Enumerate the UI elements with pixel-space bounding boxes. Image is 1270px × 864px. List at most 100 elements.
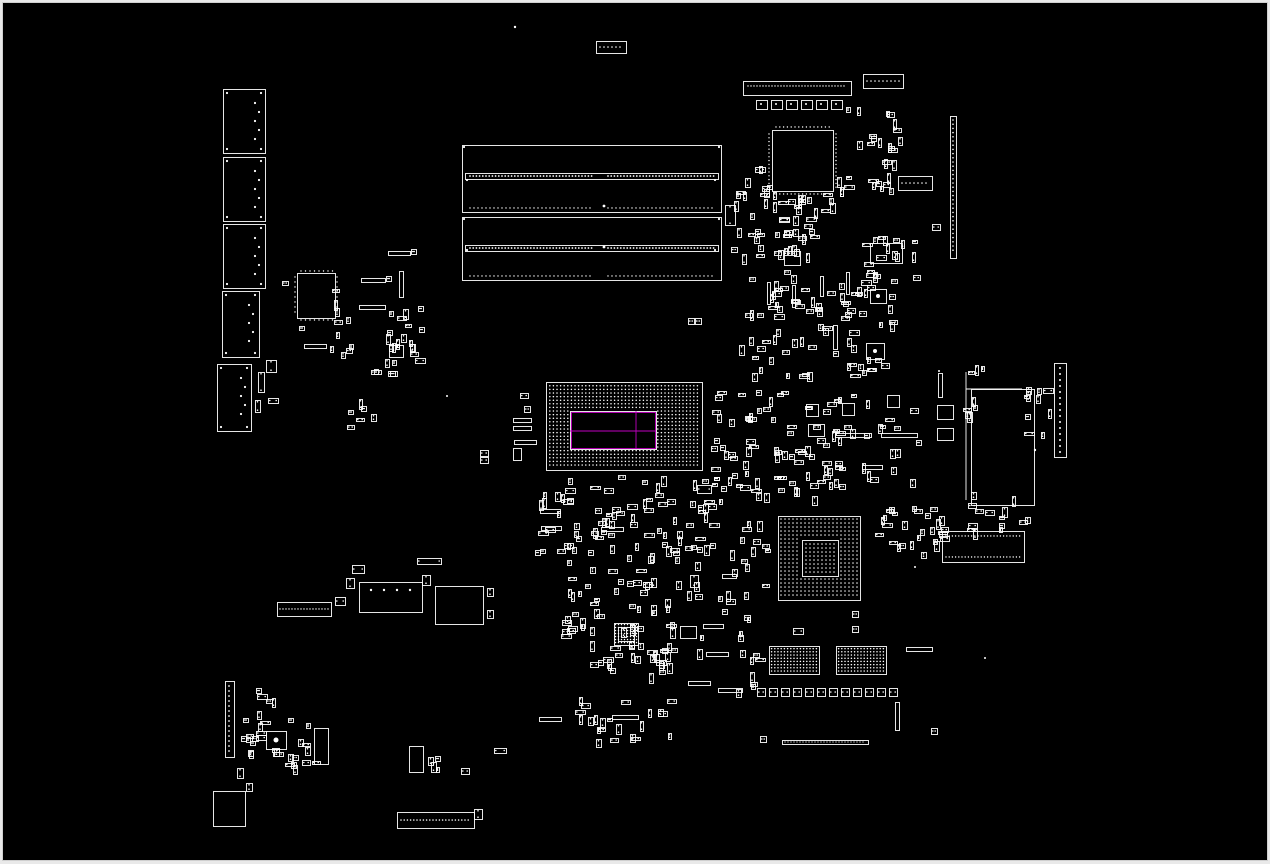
- connector-pin: [799, 741, 801, 743]
- pin-pad: [844, 303, 846, 305]
- pin-pad: [678, 532, 681, 534]
- pin-pad: [862, 464, 865, 466]
- connector-pin: [573, 275, 575, 277]
- pin-pad: [638, 581, 640, 584]
- connector-pin: [505, 207, 507, 209]
- connector-pin: [808, 741, 810, 743]
- pin-pad: [765, 190, 768, 192]
- smd-component: [750, 213, 755, 220]
- pin-pad: [769, 306, 771, 309]
- pin-pad: [540, 507, 542, 510]
- smd-component: [939, 532, 948, 538]
- smd-component: [810, 235, 820, 239]
- connector-pin: [297, 608, 299, 610]
- pin-pad: [613, 513, 615, 515]
- smd-component: [769, 397, 773, 407]
- pin-pad: [363, 407, 366, 410]
- pin-pad: [785, 271, 787, 273]
- connector-pin: [843, 85, 845, 87]
- connector-pin: [693, 175, 696, 177]
- pcb-layout[interactable]: [3, 3, 1267, 860]
- pin-pad: [247, 739, 249, 741]
- pin-pad: [421, 328, 424, 331]
- smd-component: [740, 485, 751, 491]
- connector-pin: [318, 608, 320, 610]
- pin-pad: [610, 525, 613, 527]
- pin-pad: [727, 592, 729, 594]
- connector-pin: [521, 275, 523, 277]
- smd-component: [717, 391, 727, 395]
- smd-component: [883, 182, 891, 188]
- smd-component: [835, 461, 843, 467]
- pin-pad: [259, 728, 261, 730]
- ic-package: [314, 728, 329, 765]
- boardview-canvas[interactable]: [3, 3, 1267, 860]
- connector-pin: [990, 556, 992, 558]
- smd-component: [721, 486, 727, 492]
- pin-pad: [270, 369, 272, 372]
- smd-component: [334, 300, 338, 311]
- smd-component: [386, 276, 392, 282]
- pin-pad: [599, 728, 601, 731]
- connector-pin: [952, 136, 954, 138]
- pin-pad: [747, 522, 750, 524]
- smd-component: [853, 688, 862, 697]
- smd-component: [862, 465, 883, 470]
- pin-pad: [743, 261, 745, 264]
- connector-pin: [651, 175, 654, 177]
- connector-pin: [961, 535, 963, 537]
- connector-pin: [577, 275, 579, 277]
- smd-component: [878, 138, 882, 148]
- pin-pad: [770, 299, 773, 302]
- smd-component: [820, 276, 824, 297]
- pin-pad: [884, 242, 886, 244]
- pin-pad: [581, 619, 584, 621]
- connector-pin: [664, 175, 667, 177]
- smd-component: [886, 244, 890, 254]
- connector-pin: [485, 247, 487, 249]
- connector-pin: [1059, 433, 1061, 435]
- pin-pad: [619, 476, 621, 478]
- smd-component: [609, 521, 615, 529]
- pin-pad: [672, 649, 674, 651]
- pch-die: [802, 540, 839, 577]
- pin-pad: [835, 352, 837, 355]
- pin-pad: [739, 484, 741, 487]
- connector-pin: [952, 194, 954, 197]
- smd-component: [873, 274, 881, 279]
- connector-pin: [952, 232, 954, 235]
- smd-component: [514, 440, 537, 445]
- pin-pad: [772, 296, 775, 299]
- connector-pin: [677, 247, 680, 249]
- pin-pad: [700, 506, 702, 509]
- smd-component: [237, 768, 244, 779]
- pin-pad: [786, 218, 788, 221]
- smd-component: [840, 189, 844, 197]
- pin-pad: [835, 152, 837, 154]
- pin-pad: [653, 611, 655, 613]
- smd-component: [757, 346, 766, 352]
- smd-component: [1037, 388, 1042, 395]
- pin-pad: [845, 186, 847, 188]
- pin-pad: [664, 503, 666, 505]
- smd-component: [857, 287, 862, 297]
- connector-pin: [577, 207, 579, 209]
- connector-pin: [472, 247, 475, 249]
- pin-pad: [754, 683, 756, 685]
- connector-pin: [643, 275, 645, 277]
- pin-pad: [259, 159, 263, 163]
- smd-component: [732, 569, 738, 577]
- connector-pin: [429, 819, 431, 821]
- pin-pad: [742, 560, 744, 562]
- pin-pad: [589, 718, 592, 720]
- smd-component: [787, 431, 794, 436]
- pin-pad: [663, 649, 665, 652]
- pin-pad: [257, 689, 259, 692]
- pin-pad: [806, 375, 808, 377]
- pin-pad: [432, 769, 435, 771]
- pin-pad: [651, 559, 653, 561]
- pin-pad: [762, 658, 764, 661]
- connector-pin: [629, 175, 632, 177]
- connector-pin: [674, 247, 677, 249]
- pin-pad: [840, 188, 843, 190]
